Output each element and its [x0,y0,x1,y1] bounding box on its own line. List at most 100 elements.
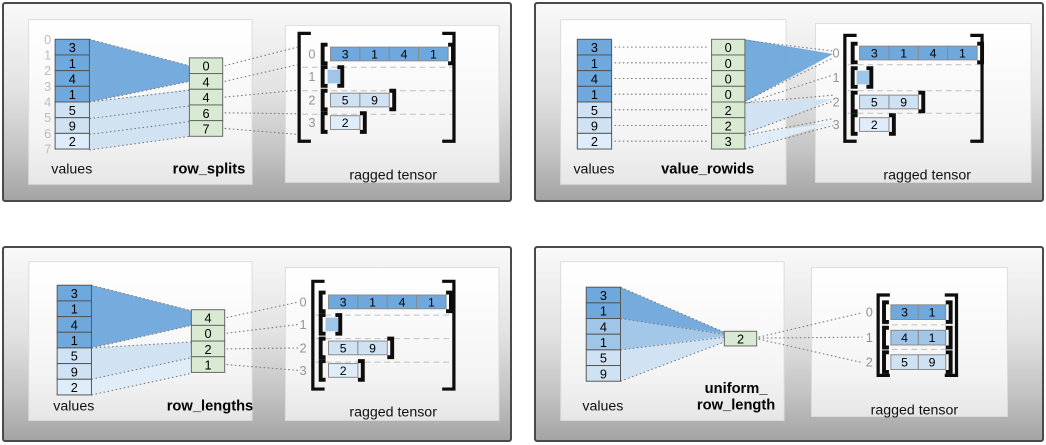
values-label: values [53,399,94,415]
param-cell-text: 0 [204,326,211,341]
values-cell-text: 1 [69,87,76,102]
row-index-label: 2 [308,93,315,108]
ragged-cell-text: 1 [929,306,936,320]
outer-left-bracket [843,33,857,143]
ragged-cell-text: 3 [342,47,349,61]
ragged-cell [328,363,359,378]
ragged-tensor-label: ragged tensor [871,403,959,419]
ragged-cell-text: 3 [871,46,878,60]
values-cell-text: 2 [69,134,76,149]
row-right-bracket [945,350,953,374]
fan-light [744,99,834,135]
ragged-cell-text: 5 [871,95,878,109]
dotted-connector-line [744,124,834,150]
row-right-bracket [387,336,395,360]
dotted-connector-line [226,301,300,319]
param-cell-text: 0 [725,56,732,71]
row-index-label: 2 [832,95,839,110]
ragged-cell-text: 9 [371,94,378,108]
row-left-bracket [320,111,328,134]
row-right-bracket [945,300,953,324]
row-left-bracket [882,350,889,374]
connector-lines [89,38,298,151]
ragged-tensor-label: ragged tensor [349,168,437,184]
dotted-connector-line [91,324,192,349]
param-cell-text: 4 [202,90,209,105]
ragged-cell-text: 1 [900,46,907,60]
ragged-cell-text: 5 [901,356,908,370]
row-right-bracket [448,42,455,66]
row-left-bracket [320,88,328,112]
empty-row-cell [327,69,341,84]
param-cell [723,330,758,347]
values-cell [585,365,621,382]
ragged-cell-text: 4 [399,295,406,309]
dotted-connector-line [89,38,190,67]
row-right-bracket [335,313,343,336]
ragged-cell-text: 4 [401,47,408,61]
outer-right-bracket [970,33,984,143]
connector-lines [620,286,863,382]
fan-dark [91,285,192,348]
param-label: uniform_ [705,381,769,397]
ragged-cell [888,94,919,110]
row-left-bracket [882,300,889,324]
row-left-bracket [850,90,858,114]
fan-medium [620,318,725,350]
param-cell-text: 1 [204,358,211,373]
ragged-cell-text: 9 [929,356,936,370]
value-index-label: 5 [44,110,51,125]
ragged-tensor-label: ragged tensor [349,405,437,421]
row-left-bracket [320,65,328,88]
values-cell-text: 3 [71,286,78,301]
connector-lines [614,39,834,150]
row-index-label: 1 [832,70,839,85]
row-index-label: 3 [832,117,839,132]
param-cell-text: 0 [725,71,732,86]
param-cell-text: 7 [202,121,209,136]
param-cell-text: 4 [202,74,209,89]
param-label: value_rowids [661,162,754,178]
row-left-bracket [850,66,858,89]
row-index-label: 0 [308,46,315,61]
param-cell-text: 6 [202,106,209,121]
value-index-label: 0 [44,32,51,47]
param-column: 2 [723,330,758,347]
connector-fans [620,287,725,382]
ragged-cell-text: 4 [901,331,908,345]
outer-left-bracket [311,279,325,391]
ragged-cell [917,304,947,320]
dotted-connector-line [89,135,190,151]
values-cell-text: 5 [600,351,607,366]
dotted-connector-line [91,357,192,380]
row-index-label: 1 [866,330,873,345]
fan-pale [744,122,834,151]
dotted-connector-line [620,336,725,351]
ragged-cell-text: 3 [340,295,347,309]
dotted-connector-line [89,89,190,103]
ragged-cell-text: 2 [342,116,349,130]
row-index-label: 1 [300,317,307,332]
values-cell-text: 1 [69,56,76,71]
values-cell-text: 1 [591,56,598,71]
values-cell-text: 3 [600,288,607,303]
param-cell-text: 2 [725,119,732,134]
param-cell [711,132,746,150]
row-left-bracket [318,313,326,336]
ragged-cell [859,117,890,132]
values-cell-text: 1 [71,302,78,317]
values-cell-text: 2 [71,380,78,395]
ragged-cell [947,45,978,61]
values-cell-text: 5 [69,103,76,118]
ragged-cell [418,46,449,62]
param-cell-text: 2 [737,332,744,347]
